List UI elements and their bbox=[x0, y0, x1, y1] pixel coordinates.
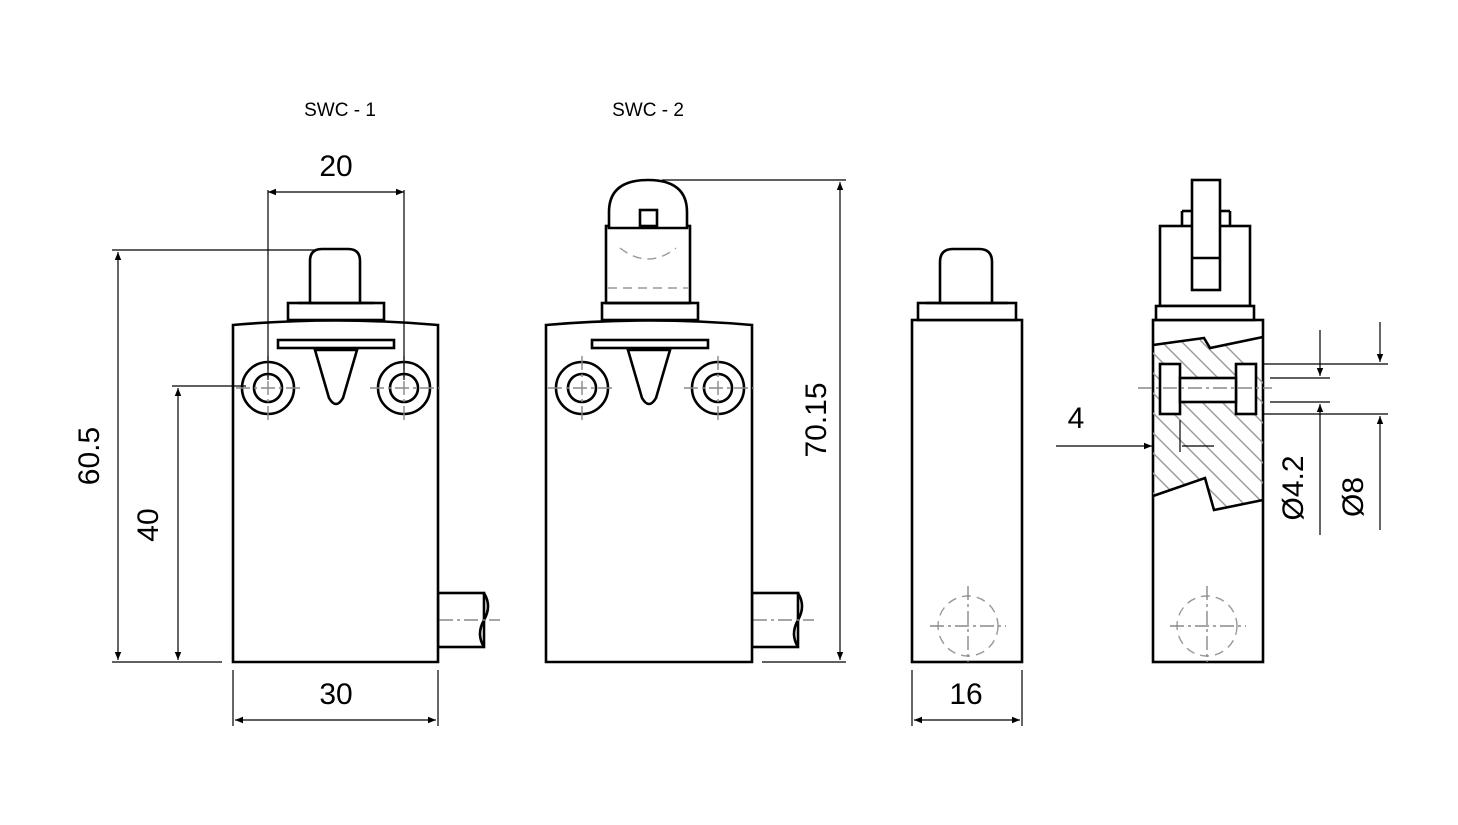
section-through-hole bbox=[1178, 376, 1238, 404]
section-counterbore-left bbox=[1158, 362, 1182, 416]
swc-1-mount-hole-right bbox=[370, 356, 440, 424]
section-view bbox=[1138, 178, 1272, 664]
swc-2-front-view bbox=[544, 178, 814, 664]
swc-1-front-view bbox=[231, 247, 500, 664]
swc-2-roller-housing bbox=[604, 224, 692, 305]
side-view-plunger-base bbox=[916, 301, 1018, 322]
dim-height-swc-1: 60.5 bbox=[73, 427, 106, 485]
dim-hole-height: 40 bbox=[132, 508, 165, 541]
section-view-roller-base bbox=[1154, 304, 1256, 322]
swc-1-plunger bbox=[308, 247, 362, 305]
dim-inner-diameter: Ø4.2 bbox=[1277, 455, 1310, 520]
dim-body-depth: 16 bbox=[949, 678, 982, 711]
swc-2-slot bbox=[590, 338, 710, 350]
swc-2-mount-hole-left bbox=[548, 356, 616, 424]
dim-outer-diameter: Ø8 bbox=[1337, 477, 1370, 517]
view-title-swc-2: SWC - 2 bbox=[612, 100, 684, 121]
dim-hole-spacing: 20 bbox=[319, 150, 352, 183]
swc-1-dimensions: 20 60.5 40 30 bbox=[73, 150, 439, 726]
section-view-lever bbox=[1190, 178, 1222, 292]
swc-1-slot bbox=[276, 338, 396, 350]
side-view bbox=[910, 247, 1024, 664]
dim-height-swc-2: 70.15 bbox=[800, 382, 833, 457]
section-counterbore-right bbox=[1234, 362, 1258, 416]
swc-2-notch bbox=[626, 348, 672, 406]
swc-2-roller bbox=[607, 178, 689, 230]
swc-2-plunger-base bbox=[600, 301, 700, 322]
view-title-swc-1: SWC - 1 bbox=[304, 100, 376, 121]
side-view-dimensions: 16 bbox=[911, 670, 1023, 726]
side-view-body bbox=[910, 318, 1024, 664]
swc-1-plunger-base bbox=[286, 301, 386, 322]
swc-1-notch bbox=[313, 348, 359, 406]
dim-side-offset: 4 bbox=[1068, 402, 1085, 435]
swc-2-mount-hole-right bbox=[684, 356, 754, 424]
side-view-plunger bbox=[938, 247, 994, 305]
dim-body-width: 30 bbox=[319, 678, 352, 711]
swc-2-dimensions: 70.15 bbox=[662, 179, 846, 663]
section-view-dimensions: 4 Ø4.2 Ø8 bbox=[1056, 322, 1388, 535]
swc-2-roller-pin bbox=[638, 208, 659, 228]
